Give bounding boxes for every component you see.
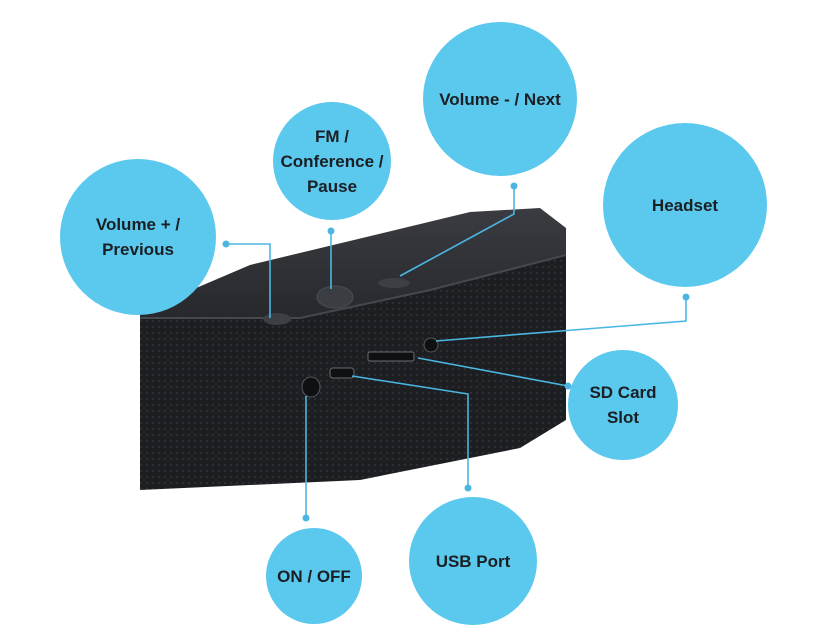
speaker-edge bbox=[140, 254, 567, 319]
callout-fm-label: FM / Conference / Pause bbox=[280, 126, 384, 196]
callout-fm: FM / Conference / Pause bbox=[273, 102, 391, 220]
callout-line-usb bbox=[351, 375, 469, 488]
callout-line-volume-down bbox=[399, 186, 515, 277]
usb-port bbox=[329, 367, 355, 379]
sd-card-port bbox=[367, 351, 415, 362]
callout-usb: USB Port bbox=[409, 497, 537, 625]
callout-on-off-label: ON / OFF bbox=[277, 566, 351, 586]
fm-button bbox=[316, 285, 354, 309]
callout-volume-down: Volume - / Next bbox=[423, 22, 577, 176]
power-switch bbox=[301, 376, 321, 398]
speaker-top-panel bbox=[140, 208, 566, 320]
callout-on-off: ON / OFF bbox=[266, 528, 362, 624]
callout-sd-card: SD Card Slot bbox=[568, 350, 678, 460]
headset-port bbox=[423, 337, 439, 353]
volume-down-button bbox=[378, 278, 410, 288]
callout-volume-down-label: Volume - / Next bbox=[439, 89, 561, 109]
callout-line-volume-up bbox=[226, 243, 271, 318]
callout-lines bbox=[226, 186, 687, 518]
callout-line-headset bbox=[435, 297, 687, 342]
callout-sd-card-label: SD Card Slot bbox=[589, 383, 657, 427]
callout-volume-up: Volume + / Previous bbox=[60, 159, 216, 315]
callout-usb-label: USB Port bbox=[435, 551, 511, 571]
callout-dots bbox=[222, 182, 690, 522]
callout-line-sd bbox=[417, 357, 569, 387]
callout-headset-label: Headset bbox=[651, 195, 719, 215]
callout-volume-up-label: Volume + / Previous bbox=[95, 215, 181, 259]
callout-headset: Headset bbox=[603, 123, 767, 287]
volume-up-button bbox=[263, 313, 291, 325]
